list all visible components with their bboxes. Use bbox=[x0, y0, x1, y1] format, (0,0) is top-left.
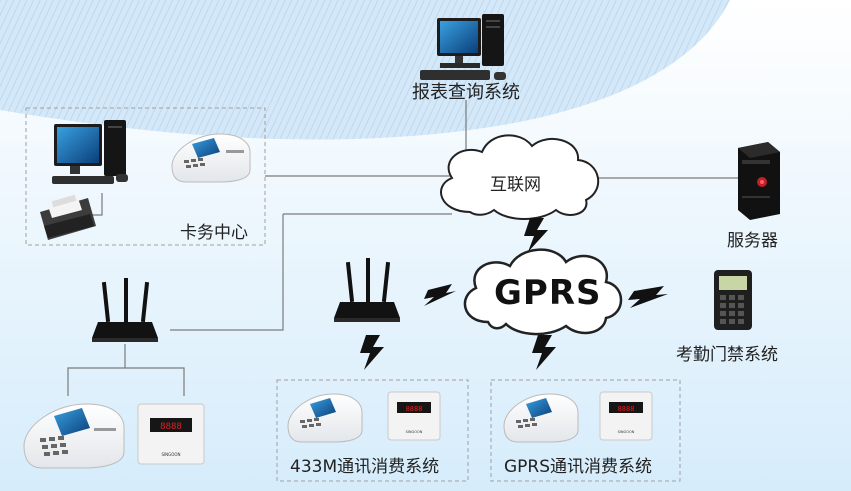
system-gprs-box bbox=[490, 379, 681, 482]
card-reader-icon: 8888 SINGOON bbox=[599, 391, 653, 441]
reader-display-text: 8888 bbox=[406, 405, 423, 413]
reader-brand-text: SINGOON bbox=[406, 430, 423, 434]
attendance-terminal-icon bbox=[714, 270, 752, 330]
report-system-label: 报表查询系统 bbox=[412, 82, 520, 103]
lightning-icon bbox=[628, 286, 668, 308]
desktop-computer-icon bbox=[420, 14, 506, 80]
line-internet-router bbox=[170, 214, 284, 331]
wireless-signals bbox=[360, 218, 668, 370]
system-433m-box bbox=[276, 379, 469, 482]
lightning-icon bbox=[532, 335, 556, 370]
pos-terminal-icon bbox=[503, 393, 579, 443]
card-center-computer-icon bbox=[52, 120, 128, 184]
internet-cloud-icon bbox=[440, 134, 600, 220]
system-433m-label: 433M通讯消费系统 bbox=[290, 457, 440, 477]
reader-brand-text: SINGOON bbox=[618, 430, 635, 434]
system-gprs-label: GPRS通讯消费系统 bbox=[504, 457, 653, 477]
line-router-devices bbox=[67, 367, 185, 396]
lightning-icon bbox=[360, 335, 384, 370]
router-icon bbox=[334, 258, 400, 322]
pos-terminal-icon bbox=[171, 133, 251, 183]
printer-icon bbox=[40, 194, 96, 240]
attendance-label: 考勤门禁系统 bbox=[676, 345, 778, 365]
gprs-cloud-icon bbox=[463, 248, 623, 336]
connection-lines bbox=[67, 100, 745, 396]
background-wave bbox=[0, 0, 730, 140]
reader-brand-text: SINGOON bbox=[161, 452, 180, 457]
reader-display-text: 8888 bbox=[618, 405, 635, 413]
reader-display-text: 8888 bbox=[160, 422, 182, 432]
internet-label: 互联网 bbox=[490, 175, 541, 195]
lightning-icon bbox=[424, 284, 456, 306]
server-icon bbox=[738, 142, 780, 220]
pos-terminal-icon bbox=[287, 393, 363, 443]
gprs-label: GPRS bbox=[494, 273, 602, 313]
server-label: 服务器 bbox=[727, 231, 778, 251]
router-icon bbox=[92, 278, 158, 342]
card-center-box bbox=[25, 107, 266, 246]
card-center-label: 卡务中心 bbox=[180, 223, 248, 243]
card-reader-icon: 8888 SINGOON bbox=[137, 403, 205, 465]
pos-terminal-icon bbox=[23, 403, 125, 469]
card-reader-icon: 8888 SINGOON bbox=[387, 391, 441, 441]
line-pc-printer bbox=[92, 193, 103, 216]
lightning-icon bbox=[524, 218, 548, 252]
